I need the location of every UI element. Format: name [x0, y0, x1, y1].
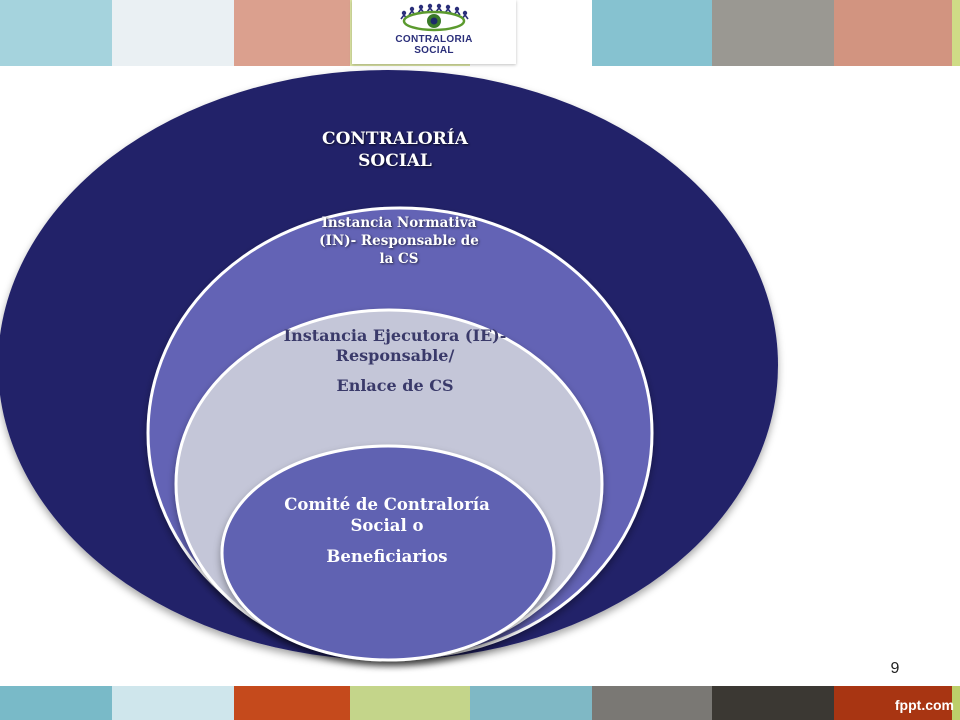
outer-level-label: CONTRALORÍA SOCIAL — [322, 129, 468, 171]
page-number: 9 — [890, 660, 900, 677]
logo-text-line2: SOCIAL — [414, 45, 454, 56]
normative-level-label: Instancia Normativa (IN)- Responsable de… — [319, 215, 479, 267]
contraloria-social-logo: CONTRALORIA SOCIAL — [352, 0, 516, 64]
bottom-band-segment-8 — [834, 686, 952, 720]
bottom-band-segment-6 — [592, 686, 712, 720]
top-band-segment-2 — [112, 0, 234, 66]
top-band-segment-7 — [712, 0, 834, 66]
executing-level-line2: Enlace de CS — [336, 376, 454, 395]
bottom-band-segment-5 — [470, 686, 592, 720]
bottom-band-segment-9 — [952, 686, 960, 720]
top-band-segment-6 — [592, 0, 712, 66]
executing-level-line1: Instancia Ejecutora (IE)- Responsable/ — [283, 326, 507, 365]
fppt-brand-text: fppt.com — [894, 697, 954, 713]
people-eye-logo-icon — [400, 3, 469, 32]
level-cs-ellipse — [220, 444, 556, 662]
top-band-segment-1 — [0, 0, 112, 66]
bottom-band-segment-1 — [0, 686, 112, 720]
bottom-color-band — [0, 686, 960, 720]
bottom-band-segment-4 — [350, 686, 470, 720]
top-band-segment-3 — [234, 0, 350, 66]
bottom-band-segment-2 — [112, 686, 234, 720]
committee-level-line2: Beneficiarios — [326, 547, 448, 566]
top-band-segment-9 — [952, 0, 960, 66]
executing-level-label: Instancia Ejecutora (IE)- Responsable/ E… — [280, 326, 510, 396]
committee-level-line1: Comité de Contraloría Social o — [284, 495, 490, 535]
committee-level-label: Comité de Contraloría Social o Beneficia… — [282, 494, 492, 567]
bottom-band-segment-3 — [234, 686, 350, 720]
bottom-band-segment-7 — [712, 686, 834, 720]
top-band-segment-8 — [834, 0, 952, 66]
logo-text-line1: CONTRALORIA — [395, 34, 473, 45]
